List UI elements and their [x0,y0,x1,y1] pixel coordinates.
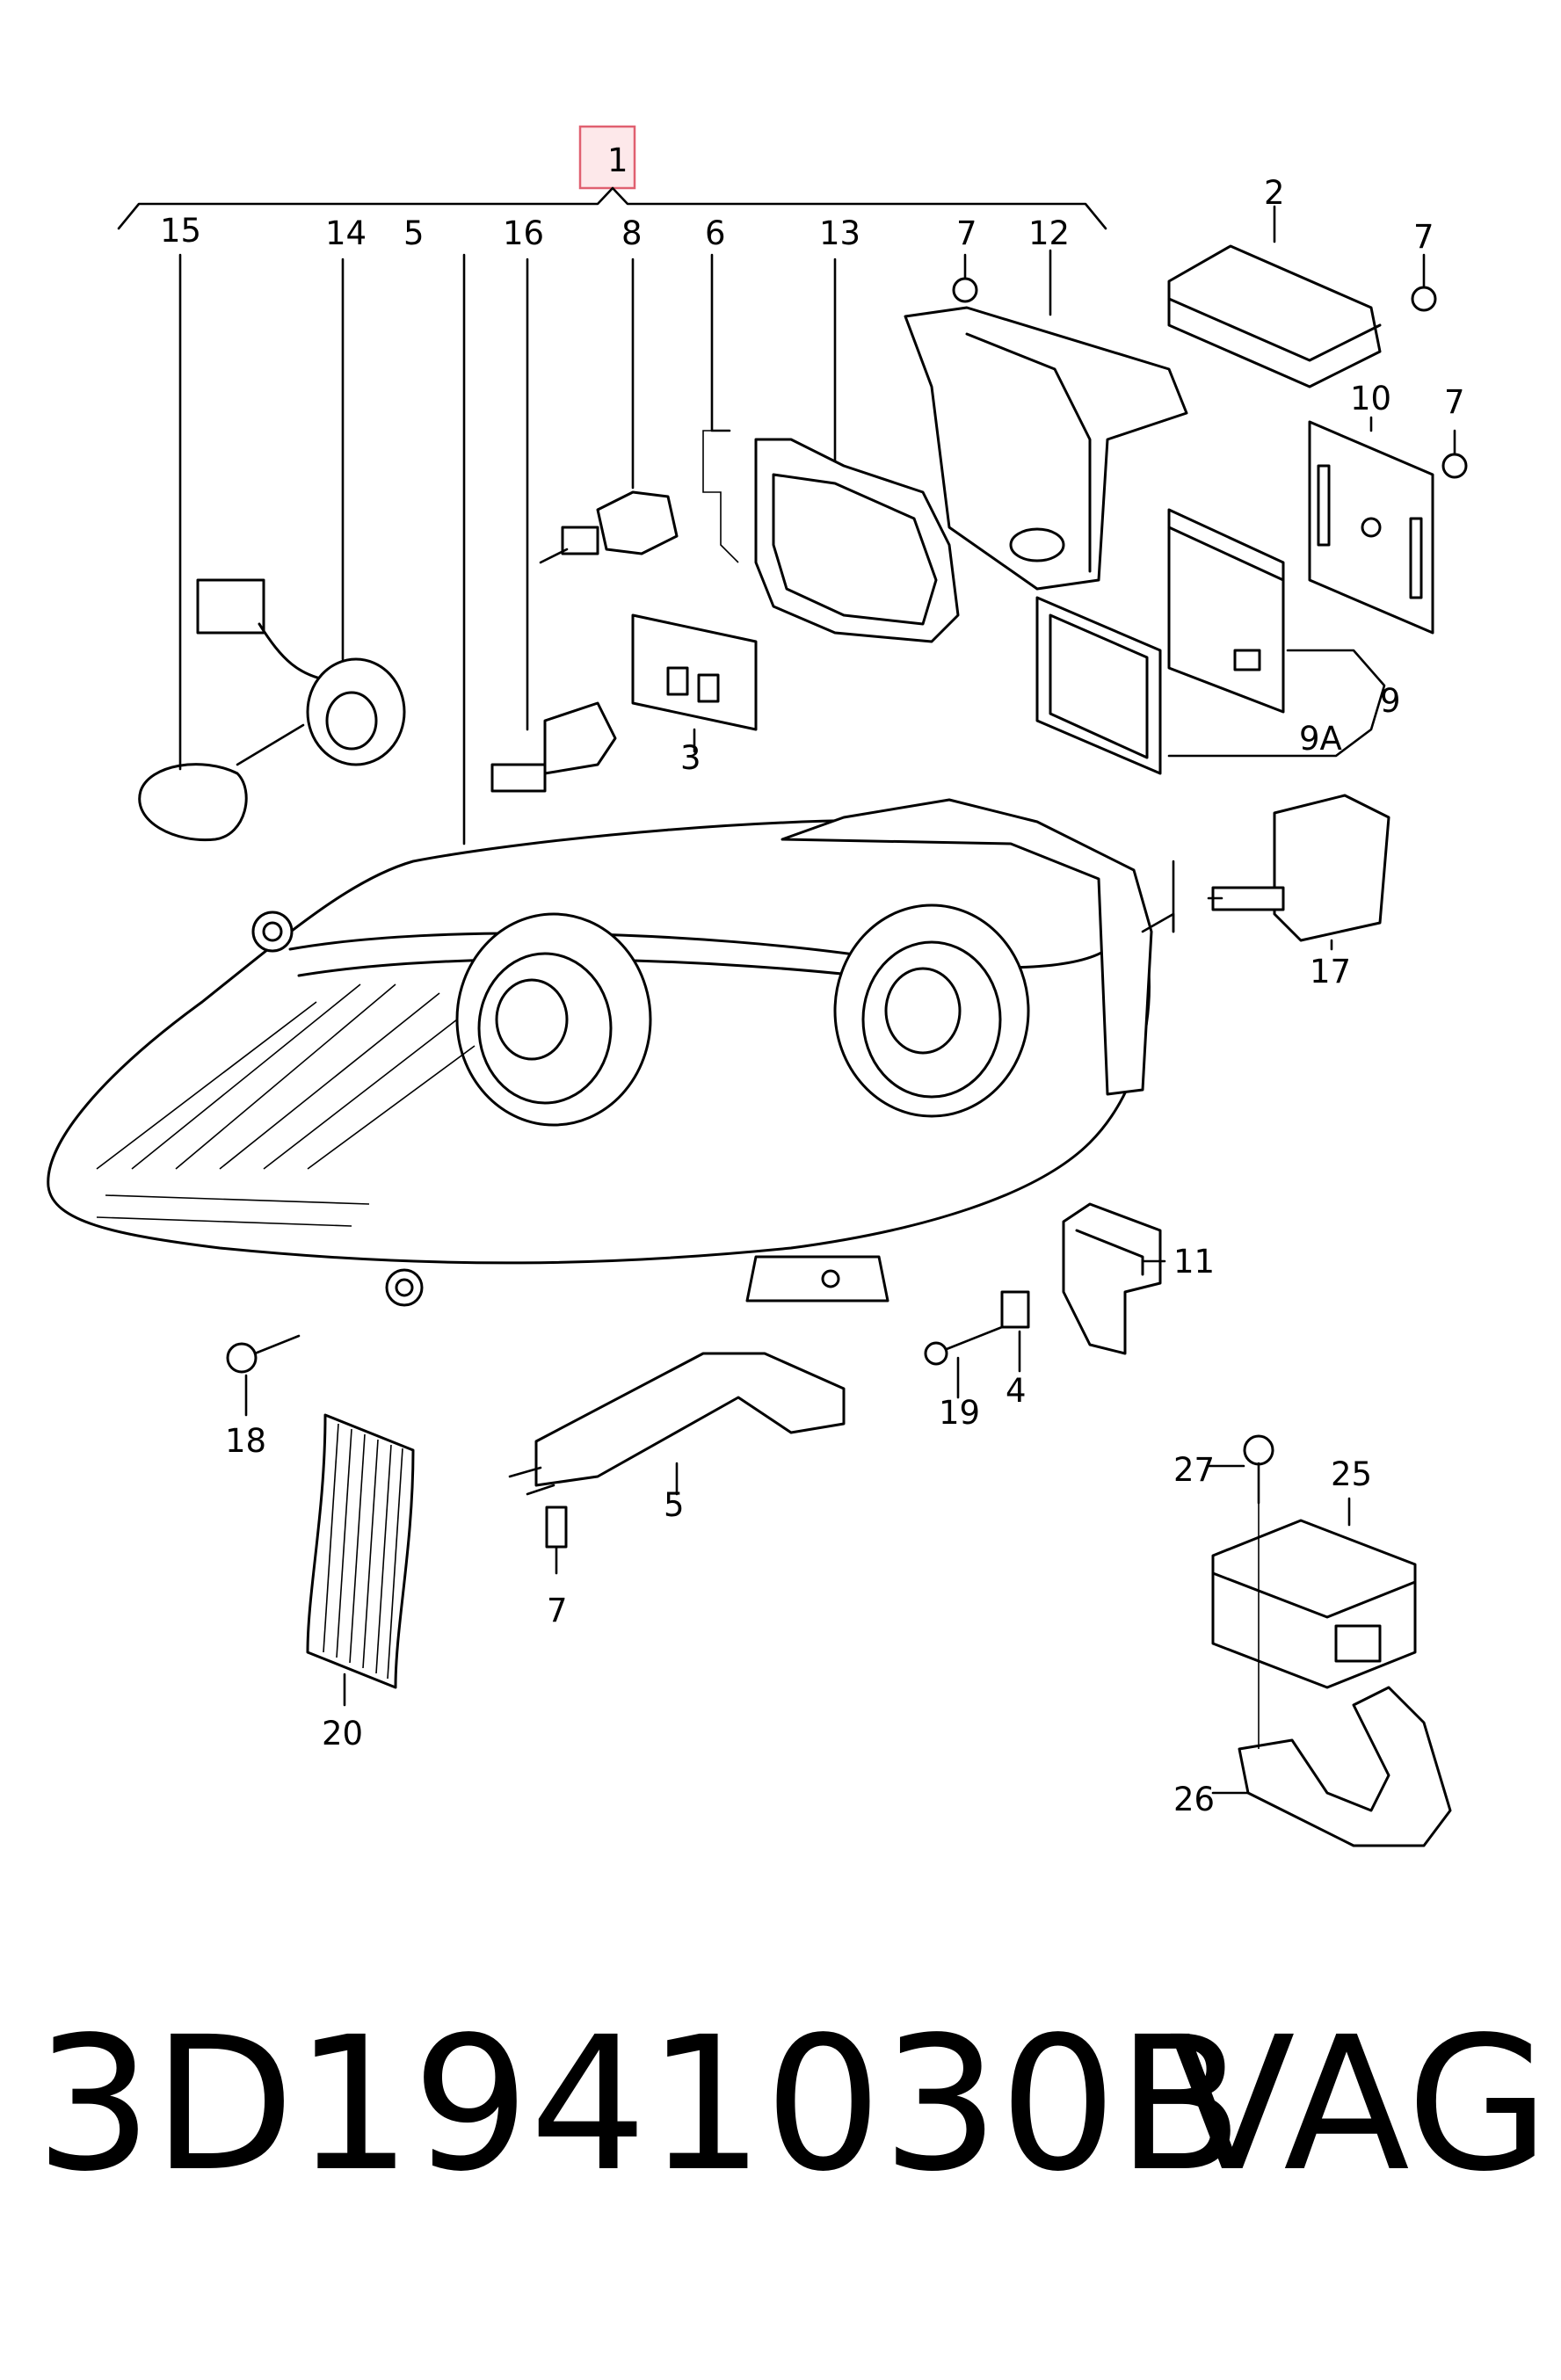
part-14-15-bulb-holder [138,253,406,842]
part-16-h7-bulb [490,258,617,793]
part-26-bracket [1211,1686,1452,1847]
callout-27: 27 [1173,1451,1215,1489]
part-12-cover [904,249,1188,591]
part-5-adjuster [462,253,846,1496]
part-7-screws-top [952,253,1468,479]
callout-10: 10 [1350,380,1391,417]
part-8-bulb-socket [539,258,679,564]
part-27-screw [1207,1434,1274,1749]
part-number: 3D1941030B [35,1997,1244,2212]
part-3-panel [631,613,758,753]
headlamp-housing [47,798,1175,1307]
callout-7-d: 7 [547,1592,568,1629]
part-6-bracket [702,253,739,563]
part-11-bracket [1062,1202,1166,1355]
callout-9: 9 [1380,682,1401,720]
callout-12: 12 [1028,214,1070,252]
callout-5-top: 5 [403,214,425,252]
callout-11: 11 [1173,1243,1215,1281]
part-13-seal [754,258,960,643]
callout-7-c: 7 [1444,383,1465,421]
part-2-control-module [1167,205,1382,388]
part-18-bolt [226,1334,301,1417]
part-25-control-unit [1211,1497,1417,1689]
callout-19: 19 [939,1394,980,1432]
callout-18: 18 [225,1422,266,1460]
callout-26: 26 [1173,1781,1215,1818]
part-17-xenon-bulb [1207,794,1390,951]
callout-5-lower: 5 [664,1486,685,1524]
callout-7-a: 7 [956,214,977,252]
callout-15: 15 [160,212,201,250]
part-9-ballast [1035,508,1386,775]
callout-14: 14 [325,214,367,252]
part-10-plate [1308,416,1434,635]
callout-20: 20 [322,1715,363,1752]
callout-4: 4 [1006,1372,1027,1410]
part-4-clip [1000,1290,1030,1373]
callout-17: 17 [1310,953,1351,990]
part-19-screw [924,1325,1004,1399]
callout-7-b: 7 [1413,218,1434,256]
callout-1: 1 [607,141,628,179]
callout-6: 6 [705,214,726,252]
callout-13: 13 [819,214,860,252]
callout-16: 16 [503,214,544,252]
callout-25: 25 [1331,1455,1372,1493]
part-20-trim [306,1413,415,1707]
callout-2: 2 [1264,174,1285,212]
assembly-bracket [117,125,1107,230]
callout-8: 8 [621,214,643,252]
exploded-parts-diagram: 1 2 3 4 5 5 6 7 7 7 7 8 9 9A 10 11 12 13… [47,125,1468,1847]
callout-3: 3 [680,739,701,777]
callout-labels: 1 2 3 4 5 5 6 7 7 7 7 8 9 9A 10 11 12 13… [160,141,1465,1818]
brand-name: VAG [1169,1997,1550,2212]
callout-9a: 9A [1299,720,1342,758]
part-7-lower-screw [545,1506,568,1575]
